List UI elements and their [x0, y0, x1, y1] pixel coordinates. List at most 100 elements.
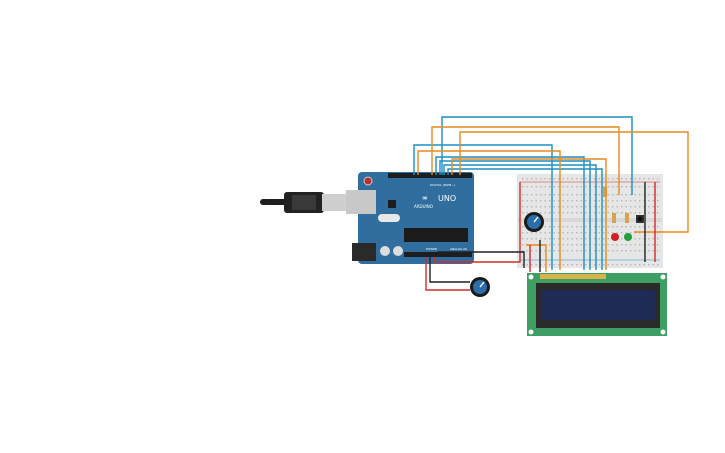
- resistor-3[interactable]: [625, 213, 629, 223]
- breadboard-hole: [553, 206, 555, 208]
- breadboard-hole: [625, 250, 627, 252]
- breadboard-hole: [522, 264, 524, 266]
- breadboard-hole: [603, 186, 605, 188]
- breadboard-hole: [616, 194, 618, 196]
- breadboard-hole: [544, 194, 546, 196]
- wire-blue-6[interactable]: [447, 168, 603, 270]
- usb-cable[interactable]: [260, 192, 346, 213]
- breadboard-hole: [603, 200, 605, 202]
- breadboard-hole: [562, 244, 564, 246]
- breadboard-hole: [643, 200, 645, 202]
- wire-red-1[interactable]: [425, 257, 470, 291]
- breadboard-hole: [535, 200, 537, 202]
- led-green[interactable]: [624, 233, 632, 241]
- lcd-16x2[interactable]: [527, 273, 667, 336]
- wire-black-1[interactable]: [429, 257, 470, 283]
- resistor-1[interactable]: [603, 187, 607, 197]
- breadboard-hole: [549, 178, 551, 180]
- breadboard-hole: [621, 264, 623, 266]
- wire-orange-2[interactable]: [459, 131, 689, 233]
- wire-blue-4[interactable]: [439, 160, 591, 270]
- breadboard-hole: [549, 250, 551, 252]
- breadboard-hole: [544, 200, 546, 202]
- breadboard-hole: [526, 250, 528, 252]
- breadboard-hole: [571, 206, 573, 208]
- breadboard-hole: [652, 244, 654, 246]
- breadboard-hole: [625, 212, 627, 214]
- wire-black-2[interactable]: [437, 251, 525, 268]
- resistor-2[interactable]: [612, 213, 616, 223]
- breadboard-hole: [562, 212, 564, 214]
- resistors[interactable]: [603, 187, 629, 223]
- breadboard-hole: [648, 186, 650, 188]
- arduino-uno-board[interactable]: ∞ UNO ARDUINO DIGITAL (PWM~) POWER ANALO…: [346, 172, 474, 264]
- breadboard-hole: [585, 250, 587, 252]
- breadboard-hole: [558, 226, 560, 228]
- pot-external[interactable]: [470, 277, 490, 297]
- breadboard-hole: [616, 206, 618, 208]
- breadboard-hole: [576, 194, 578, 196]
- breadboard-hole: [625, 194, 627, 196]
- breadboard-hole: [607, 186, 609, 188]
- breadboard-hole: [598, 226, 600, 228]
- breadboard-hole: [598, 250, 600, 252]
- wire-blue-2[interactable]: [413, 144, 553, 270]
- breadboard-hole: [562, 200, 564, 202]
- breadboard-hole: [553, 238, 555, 240]
- breadboard-hole: [625, 232, 627, 234]
- breadboard-hole: [639, 206, 641, 208]
- breadboard-hole: [540, 194, 542, 196]
- breadboard-hole: [607, 206, 609, 208]
- reset-button[interactable]: [363, 176, 373, 186]
- wire-orange-5[interactable]: [526, 244, 547, 272]
- breadboard-hole: [522, 194, 524, 196]
- breadboard-hole: [616, 232, 618, 234]
- breadboard-hole: [531, 178, 533, 180]
- breadboard-hole: [621, 250, 623, 252]
- wire-blue-5[interactable]: [443, 164, 597, 270]
- breadboard-hole: [576, 244, 578, 246]
- breadboard-hole: [607, 238, 609, 240]
- breadboard-hole: [621, 194, 623, 196]
- wire-blue-3[interactable]: [435, 156, 585, 270]
- wire-red-2[interactable]: [433, 182, 521, 263]
- arduino-logo-icon: ∞: [422, 194, 428, 202]
- breadboard-hole: [648, 244, 650, 246]
- breadboard-hole: [612, 226, 614, 228]
- breadboard-hole: [657, 264, 659, 266]
- breadboard-hole: [621, 244, 623, 246]
- breadboard-hole: [549, 200, 551, 202]
- breadboard-hole: [585, 186, 587, 188]
- breadboard-hole: [580, 178, 582, 180]
- breadboard-hole: [652, 250, 654, 252]
- breadboard-hole: [634, 194, 636, 196]
- breadboard-hole: [603, 178, 605, 180]
- breadboard-hole: [567, 186, 569, 188]
- breadboard-hole: [657, 250, 659, 252]
- breadboard-hole: [580, 264, 582, 266]
- breadboard-hole: [639, 178, 641, 180]
- breadboard-hole: [558, 244, 560, 246]
- breadboard-hole: [594, 238, 596, 240]
- knob-pointer: [533, 216, 539, 223]
- breadboard-hole: [607, 178, 609, 180]
- pot-breadboard[interactable]: [524, 212, 544, 232]
- breadboard-hole: [630, 232, 632, 234]
- breadboard-hole: [535, 206, 537, 208]
- breadboard-hole: [594, 178, 596, 180]
- breadboard-hole: [567, 206, 569, 208]
- wire-blue-1[interactable]: [441, 116, 633, 195]
- wire-orange-3[interactable]: [417, 150, 561, 270]
- breadboard-hole: [522, 206, 524, 208]
- breadboard-hole: [553, 250, 555, 252]
- wire-orange-4[interactable]: [451, 158, 607, 270]
- breadboard-hole: [576, 226, 578, 228]
- breadboard-hole: [585, 238, 587, 240]
- breadboard-hole: [526, 238, 528, 240]
- breadboard-hole: [621, 186, 623, 188]
- breadboard-hole: [598, 244, 600, 246]
- led-red[interactable]: [611, 233, 619, 241]
- breadboard-hole: [522, 232, 524, 234]
- wires[interactable]: [413, 116, 689, 291]
